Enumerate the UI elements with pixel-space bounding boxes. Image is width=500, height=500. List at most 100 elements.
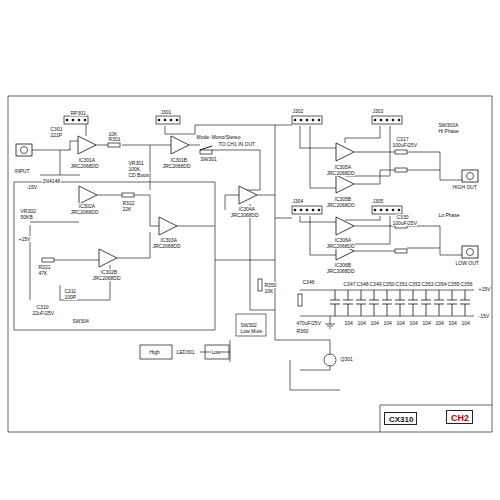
- wire: [30, 222, 79, 223]
- schematic-label: 104: [448, 320, 457, 326]
- capacitor-symbol: [421, 290, 431, 316]
- schematic-label: High: [149, 349, 160, 355]
- opamp-symbol: [99, 249, 117, 267]
- schematic-label: LOW OUT: [455, 260, 479, 266]
- opamp-symbol: [171, 136, 189, 154]
- schematic-label: Lo Phase: [438, 212, 460, 218]
- resistor-symbol: [258, 279, 262, 291]
- schematic-label: 100uF/25V: [392, 220, 417, 226]
- wire: [30, 150, 70, 151]
- wire: [300, 216, 336, 222]
- wire: [275, 340, 330, 341]
- wire: [354, 251, 395, 252]
- wire: [330, 316, 331, 324]
- header-pin: [158, 119, 161, 122]
- schematic-label: RP301: [70, 110, 86, 116]
- schematic-label: C348: [356, 281, 369, 287]
- schematic-label: -15V: [478, 313, 490, 319]
- opamp-symbol: [78, 136, 96, 154]
- wire: [310, 216, 336, 255]
- schematic-label: JRC2068DD: [70, 163, 99, 169]
- schematic-label: 10K: [108, 131, 118, 137]
- opamp-symbol: [336, 217, 354, 235]
- schematic-label: C356: [460, 281, 473, 287]
- schematic-label: Mode: Mono/Stereo: [196, 134, 241, 140]
- resistor-symbol: [42, 258, 54, 262]
- wire: [212, 150, 260, 151]
- jack-symbol: [16, 144, 32, 156]
- wire: [96, 145, 108, 146]
- capacitor-symbol: [343, 290, 353, 316]
- schematic-label: Low Mute: [240, 328, 263, 334]
- header-pin: [386, 119, 389, 122]
- schematic-label: JRC2068DD: [326, 202, 355, 208]
- header-pin: [300, 209, 303, 212]
- pin-header: [292, 116, 322, 124]
- schematic-label: C350: [382, 281, 395, 287]
- capacitor-symbol: [460, 290, 470, 316]
- header-pin: [318, 209, 321, 212]
- resistor-symbol: [108, 143, 120, 147]
- schematic-label: JRC2068DD: [70, 209, 99, 215]
- wire: [97, 195, 122, 196]
- schematic-label: JRC2068DD: [92, 275, 121, 281]
- schematic-label: Q301: [340, 356, 353, 362]
- wire: [345, 216, 390, 244]
- opamp-symbol: [239, 186, 257, 204]
- wire: [150, 145, 151, 190]
- wire: [407, 152, 440, 153]
- resistor-symbol: [395, 249, 407, 253]
- title-block-cell: CH2: [446, 410, 473, 424]
- wire: [225, 195, 239, 210]
- header-pin: [66, 119, 69, 122]
- wire: [14, 182, 15, 330]
- wire: [86, 124, 87, 136]
- jack-body: [462, 170, 478, 182]
- header-body: [156, 116, 180, 124]
- pin-header: [156, 116, 180, 124]
- wire: [275, 125, 292, 126]
- schematic-label: 221P: [50, 132, 63, 138]
- wire: [165, 125, 195, 134]
- jack-symbol: [462, 246, 478, 258]
- schematic-label: J301: [160, 109, 172, 115]
- schematic-label: TO CH1 IN OUT: [218, 141, 256, 147]
- ground-symbol: [325, 324, 335, 328]
- opamp-symbol: [336, 143, 354, 161]
- header-pin: [78, 119, 81, 122]
- schematic-label: 100P: [64, 294, 77, 300]
- wire: [345, 216, 380, 220]
- header-pin: [306, 209, 309, 212]
- schematic-label: 470uF/25V: [296, 320, 321, 326]
- schematic-label: 47K: [38, 270, 48, 276]
- opamp-symbol: [159, 217, 177, 235]
- wire: [354, 226, 395, 227]
- wire: [122, 145, 150, 146]
- header-pin: [392, 209, 395, 212]
- capacitor-symbol: [408, 290, 418, 316]
- schematic-label: 1N4148: [42, 178, 61, 184]
- schematic-label: C347: [343, 281, 356, 287]
- schematic-label: 104: [396, 320, 405, 326]
- wire: [50, 260, 99, 261]
- wire: [275, 218, 292, 219]
- schematic-label: SW304: [72, 318, 89, 324]
- header-body: [64, 116, 88, 124]
- wire: [117, 232, 150, 258]
- schematic-label: 50KB: [20, 214, 33, 220]
- wire: [440, 152, 462, 180]
- schematic-label: J305: [372, 198, 384, 204]
- schematic-label: JRC2068DD: [162, 163, 191, 169]
- resistor-symbol: [395, 150, 407, 154]
- schematic-label: 100uF/25V: [392, 142, 417, 148]
- switch-symbol: [236, 314, 266, 336]
- resistor-symbol: [395, 168, 407, 172]
- pin-header: [372, 116, 402, 124]
- schematic-label: CD Boost: [128, 172, 150, 178]
- wire: [380, 405, 381, 432]
- wire: [40, 175, 80, 176]
- title-text: CX310: [389, 415, 412, 424]
- schematic-label: JRC2068DD: [326, 170, 355, 176]
- schematic-label: LED301: [176, 349, 195, 355]
